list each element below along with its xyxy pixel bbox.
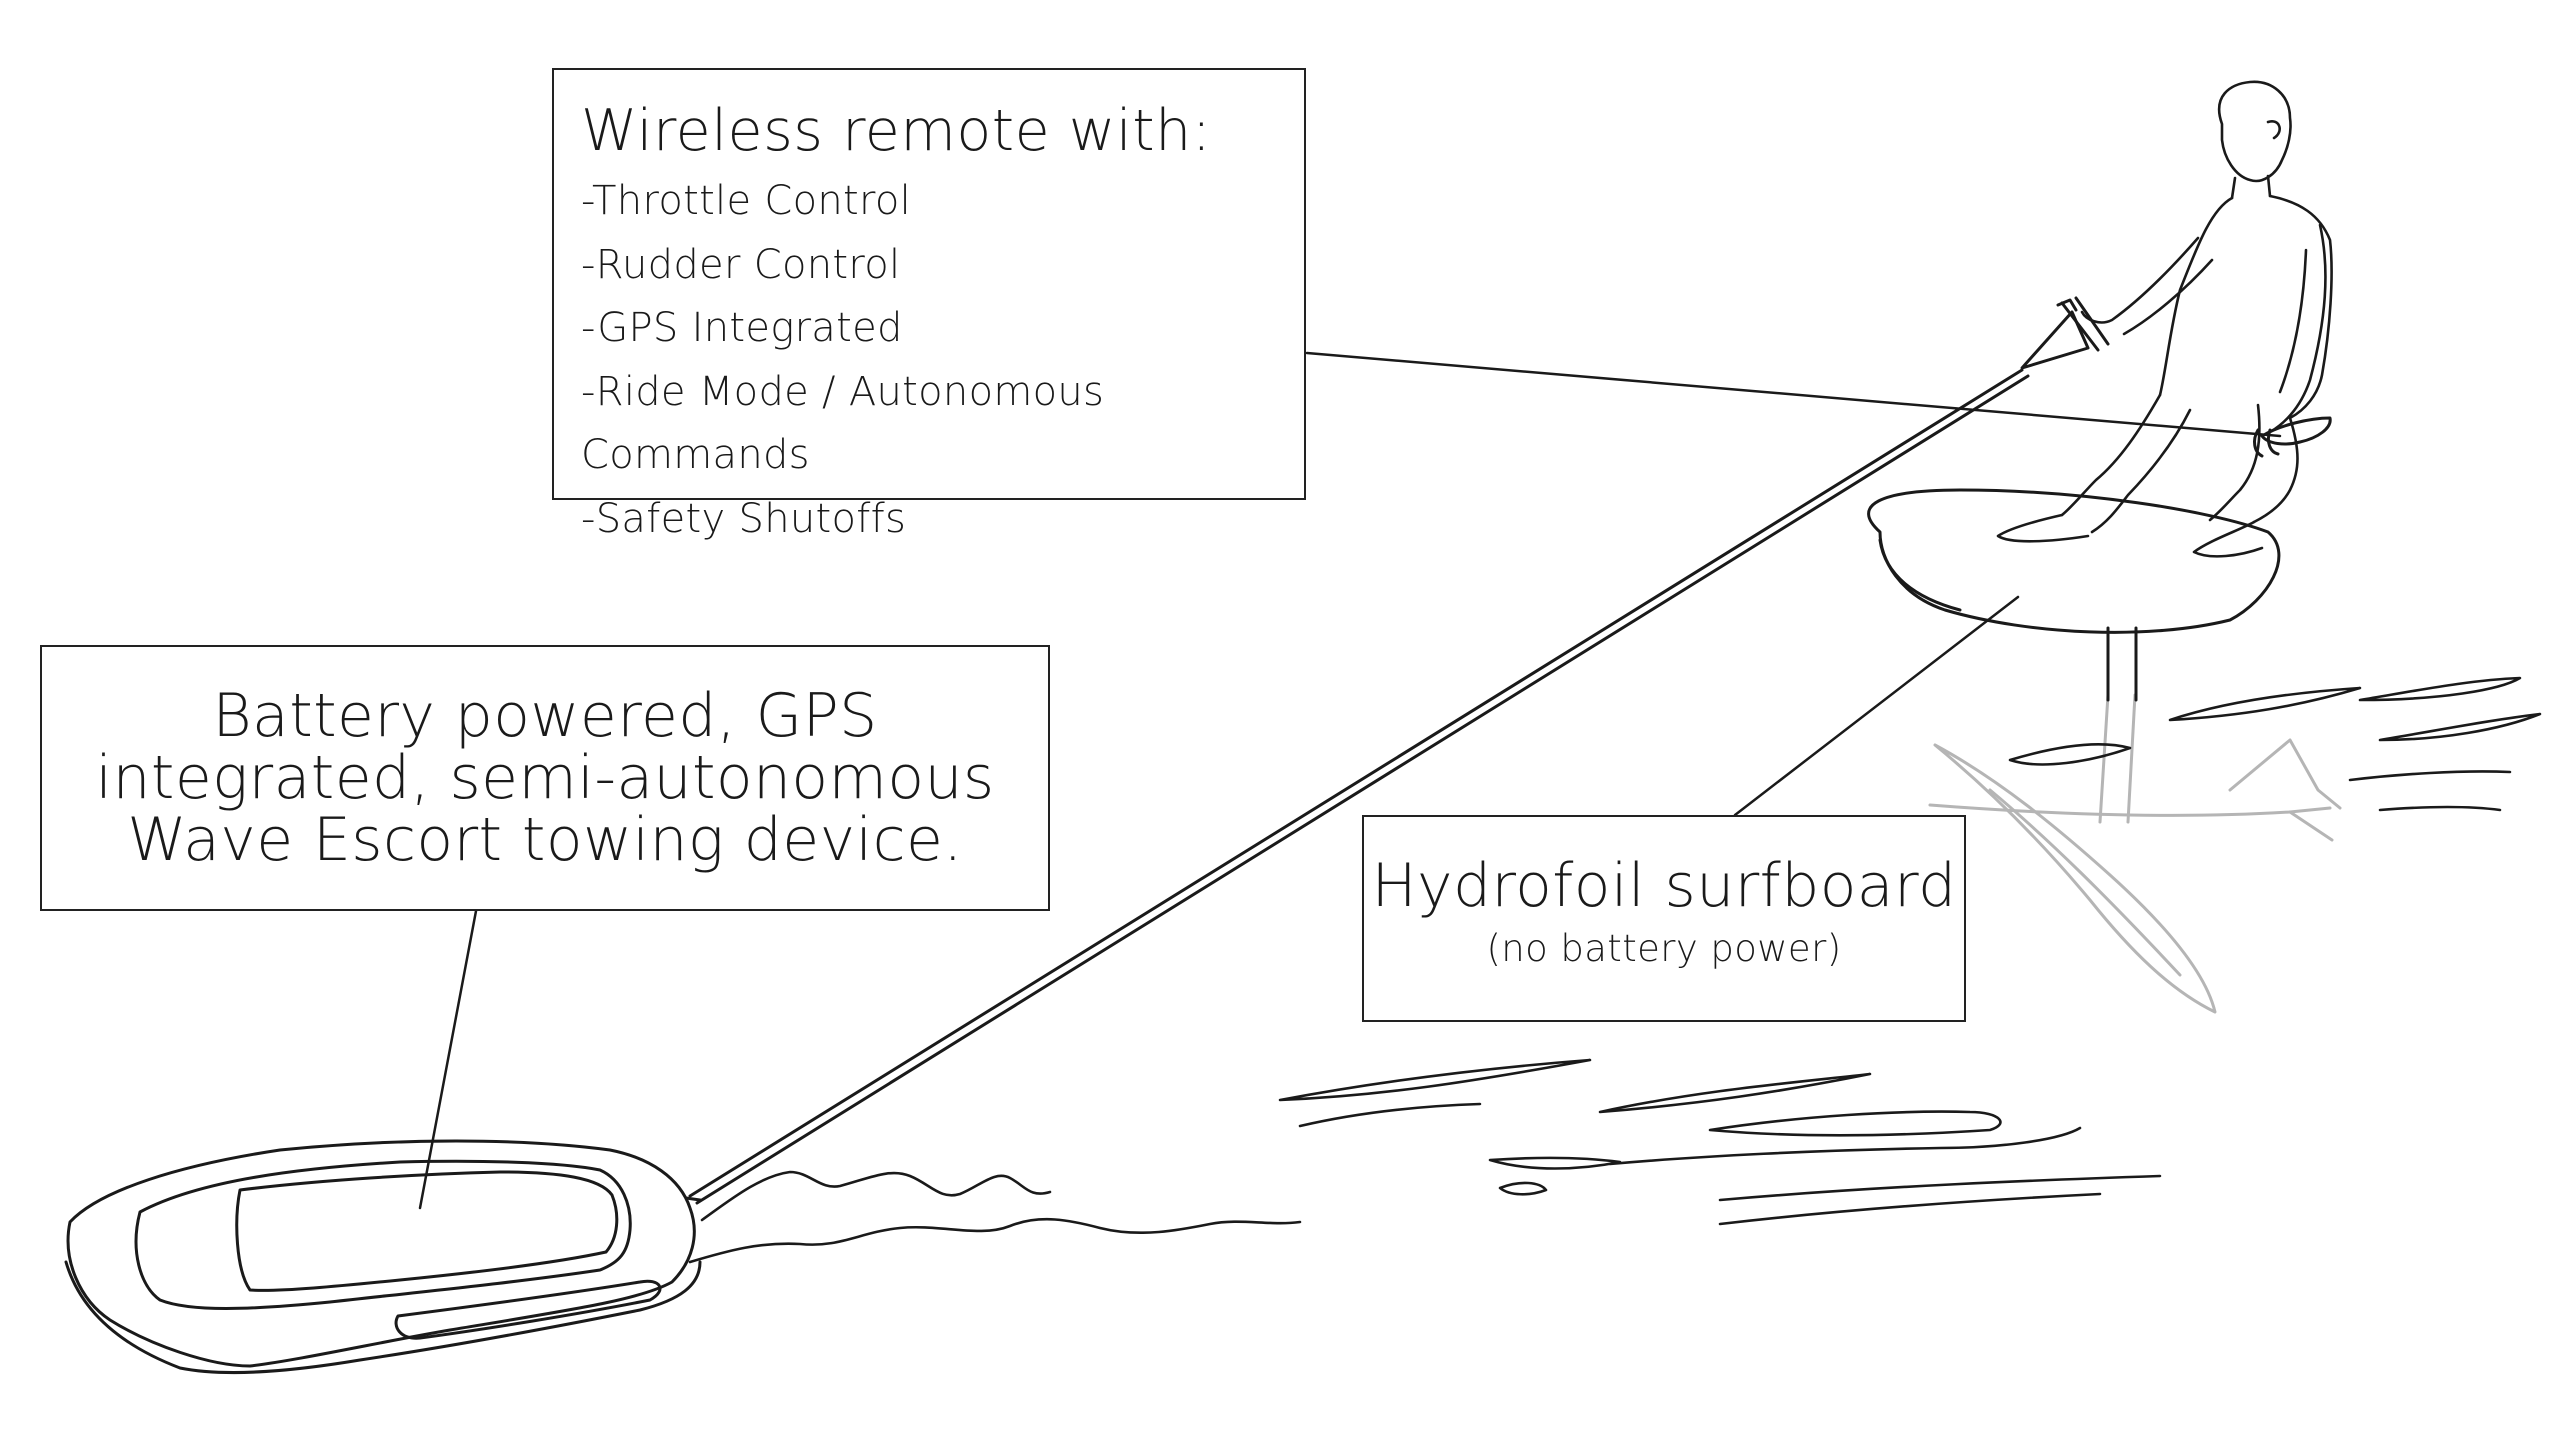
handle-triangle [2020,310,2090,370]
hydrofoil-callout-box: Hydrofoil surfboard (no battery power) [1362,815,1966,1022]
handle-bar [2060,296,2110,352]
board-spray-6 [2378,805,2502,812]
hydrofoil-callout-subtitle: (no battery power) [1486,927,1842,970]
remote-hand [2253,428,2280,458]
hull-outline [66,1139,696,1368]
wake-streak-6 [1608,1126,2082,1166]
tow-rope [688,368,2030,1205]
wake-streak-1 [1278,1058,1592,1102]
rider-right-arm [2268,223,2327,434]
tow-rope-line-1 [688,368,2024,1198]
rider-neck [2230,174,2272,200]
rider-torso [2158,194,2333,420]
underwater-hydrofoil [1928,693,2342,1014]
wake-streak-7 [1718,1174,2162,1202]
battery-callout-text: Battery powered, GPS integrated, semi-au… [95,681,995,875]
rider-left-foot [1996,513,2090,543]
mast-upper [2106,626,2138,702]
wake-streak-3 [1598,1072,1872,1114]
remote-callout-box: Wireless remote with: -Throttle Control … [552,68,1306,542]
battery-leader-line [418,909,478,1210]
feature-throttle-control: -Throttle Control [581,178,912,224]
rear-bumper [394,1279,662,1340]
board-rail [1878,538,1962,612]
rider-head [2217,80,2292,183]
wake-streak-5 [1488,1156,1622,1170]
wave-escort-device [64,1139,702,1375]
rider-left-leg [2060,393,2192,534]
remote-feature-list: -Throttle Control -Rudder Control -GPS I… [581,170,1304,551]
rider-ear [2266,120,2281,140]
foil-fuselage [1928,803,2332,817]
deck-inner-outline [134,1159,632,1310]
rider-left-arm [2080,236,2214,336]
tow-handle [2020,296,2110,370]
handle-grip-top [2056,298,2078,312]
wake-lines [688,676,2542,1264]
remote-body [2260,416,2332,446]
feature-gps-integrated: -GPS Integrated [581,305,903,351]
feature-safety-shutoffs: -Safety Shutoffs [581,495,907,542]
rider [1996,80,2333,558]
front-wing-detail [1988,788,2182,977]
wake-streak-2 [1298,1102,1482,1128]
board-spray-5 [2348,770,2512,782]
deck-cover [235,1170,619,1292]
wake-streak-9 [1498,1181,1548,1196]
board-deck [1867,488,2281,634]
wake-line-near [688,1217,1302,1264]
remote-callout-title: Wireless remote with: [581,98,1212,164]
tow-rope-line-2 [695,374,2030,1205]
wake-line-wave [700,1170,1052,1222]
wake-streak-4 [1708,1110,2002,1137]
rear-stabilizer [2228,738,2342,842]
rider-right-foot [2192,520,2264,558]
board-spray-4 [2378,712,2542,742]
wake-streak-8 [1718,1192,2102,1226]
tow-hitch [684,1196,702,1202]
board-spray-1 [2008,742,2132,766]
front-wing [1933,743,2217,1014]
hydrofoil-leader-line [1733,595,2020,817]
remote-leader-line [1305,351,2282,438]
hydrofoil-callout-title: Hydrofoil surfboard [1371,851,1957,921]
hull-side [64,1260,702,1375]
hydrofoil-board [1867,488,2281,702]
feature-ride-mode: -Ride Mode / Autonomous Commands [581,368,1105,479]
board-spray-2 [2168,686,2362,722]
battery-callout-box: Battery powered, GPS integrated, semi-au… [40,645,1050,911]
leader-lines [418,351,2282,1210]
feature-rudder-control: -Rudder Control [581,241,901,288]
wireless-remote-device [2253,416,2332,458]
board-spray-3 [2358,676,2522,702]
foil-mast-lower [2098,693,2137,824]
